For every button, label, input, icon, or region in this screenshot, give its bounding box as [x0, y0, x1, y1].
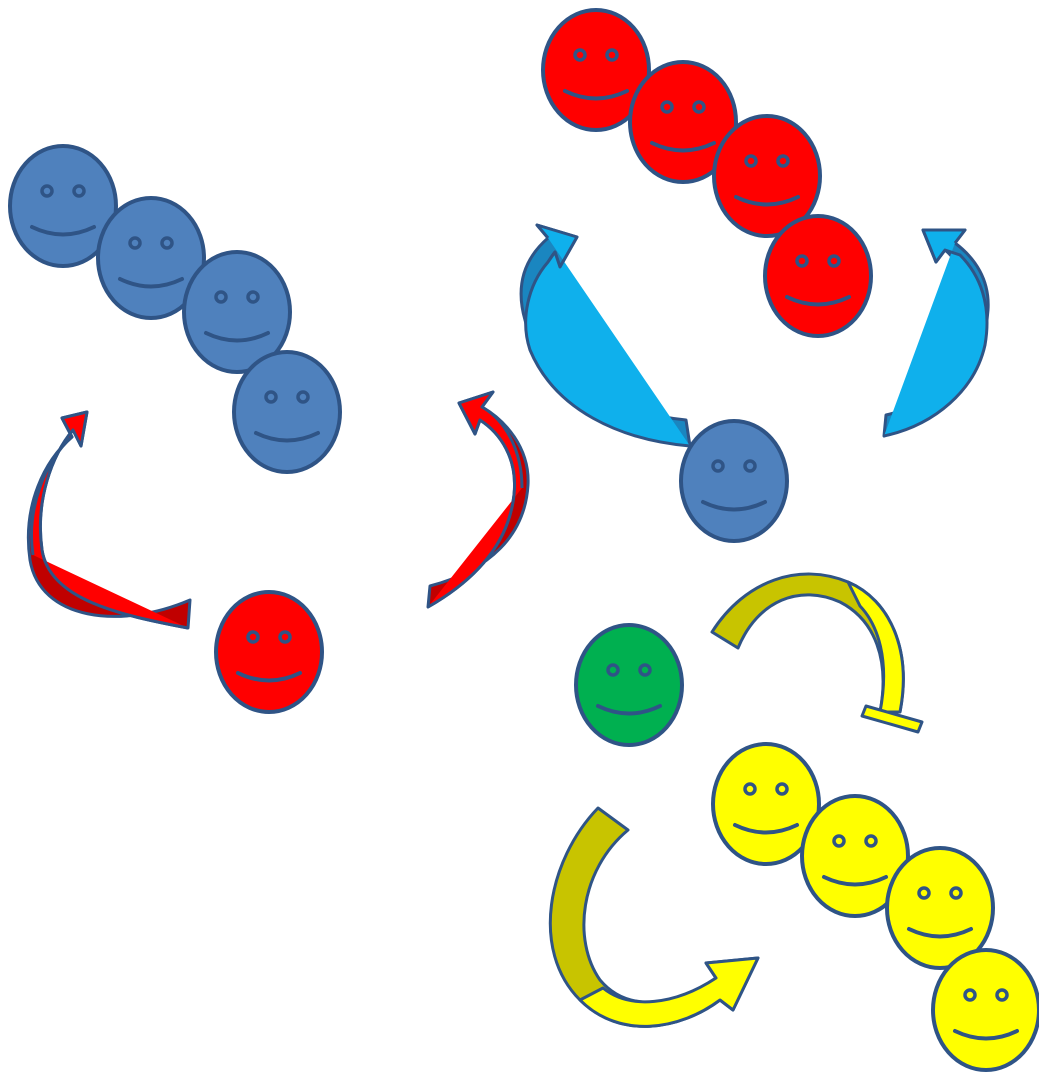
red-arrow-left	[26, 410, 192, 630]
blue-smiley-chain	[8, 144, 342, 474]
red-chain-group	[519, 8, 990, 543]
blue-smiley-single	[679, 419, 789, 543]
cyan-arrow-right	[882, 228, 990, 438]
cyan-arrow-left	[519, 223, 692, 448]
inhibition-bar	[860, 704, 924, 734]
red-arrow-right	[426, 390, 530, 609]
red-smiley-single	[214, 590, 324, 714]
blue-chain-group	[8, 144, 530, 714]
yellow-arrow	[548, 806, 760, 1028]
green-smiley-single	[574, 623, 684, 747]
inhibition-arc	[710, 572, 924, 734]
yellow-chain-group	[548, 572, 1039, 1072]
blue-smiley-face-4	[232, 350, 342, 474]
red-smiley-face-4	[763, 214, 873, 338]
yellow-smiley-chain	[711, 742, 1039, 1072]
red-smiley-chain	[541, 8, 873, 338]
yellow-smiley-face-4	[931, 948, 1039, 1072]
